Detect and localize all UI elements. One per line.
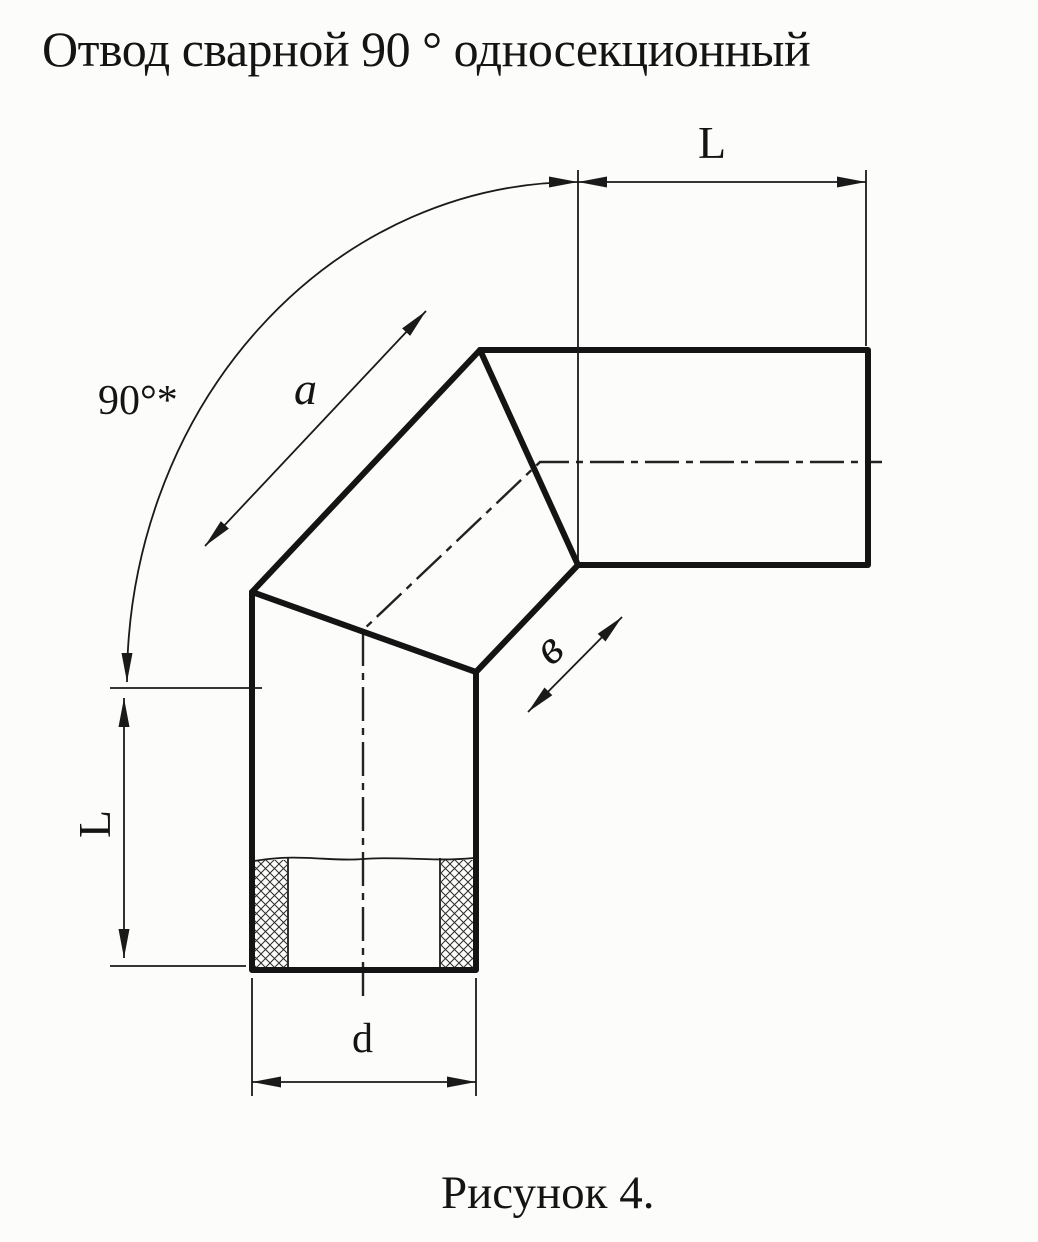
horizontal-pipe bbox=[477, 347, 871, 568]
figure-caption: Рисунок 4. bbox=[441, 1167, 655, 1219]
dim-line-a bbox=[204, 310, 427, 547]
vertical-pipe bbox=[249, 589, 479, 973]
hatch-top-line bbox=[253, 856, 475, 862]
label-angle-90: 90°* bbox=[98, 378, 178, 424]
hatch-left bbox=[254, 860, 287, 967]
hatched-sections bbox=[253, 856, 475, 967]
pipe-axis-centerline bbox=[361, 460, 882, 996]
label-length-top: L bbox=[698, 117, 726, 168]
label-length-left: L bbox=[69, 810, 120, 838]
hatch-right bbox=[441, 860, 474, 967]
wedge-outer-edge bbox=[249, 347, 483, 595]
centerlines bbox=[361, 460, 882, 996]
label-segment-b: в bbox=[523, 622, 574, 675]
weld-seam-upper bbox=[477, 347, 581, 568]
label-diameter: d bbox=[352, 1016, 373, 1062]
angle-arc-90 bbox=[121, 176, 579, 683]
label-segment-a: a bbox=[294, 363, 317, 414]
drawing-labels: L 90°* a в L d bbox=[69, 117, 726, 1062]
dimension-lines bbox=[110, 170, 867, 1096]
drawing-title: Отвод сварной 90 ° односекционный bbox=[42, 21, 811, 77]
